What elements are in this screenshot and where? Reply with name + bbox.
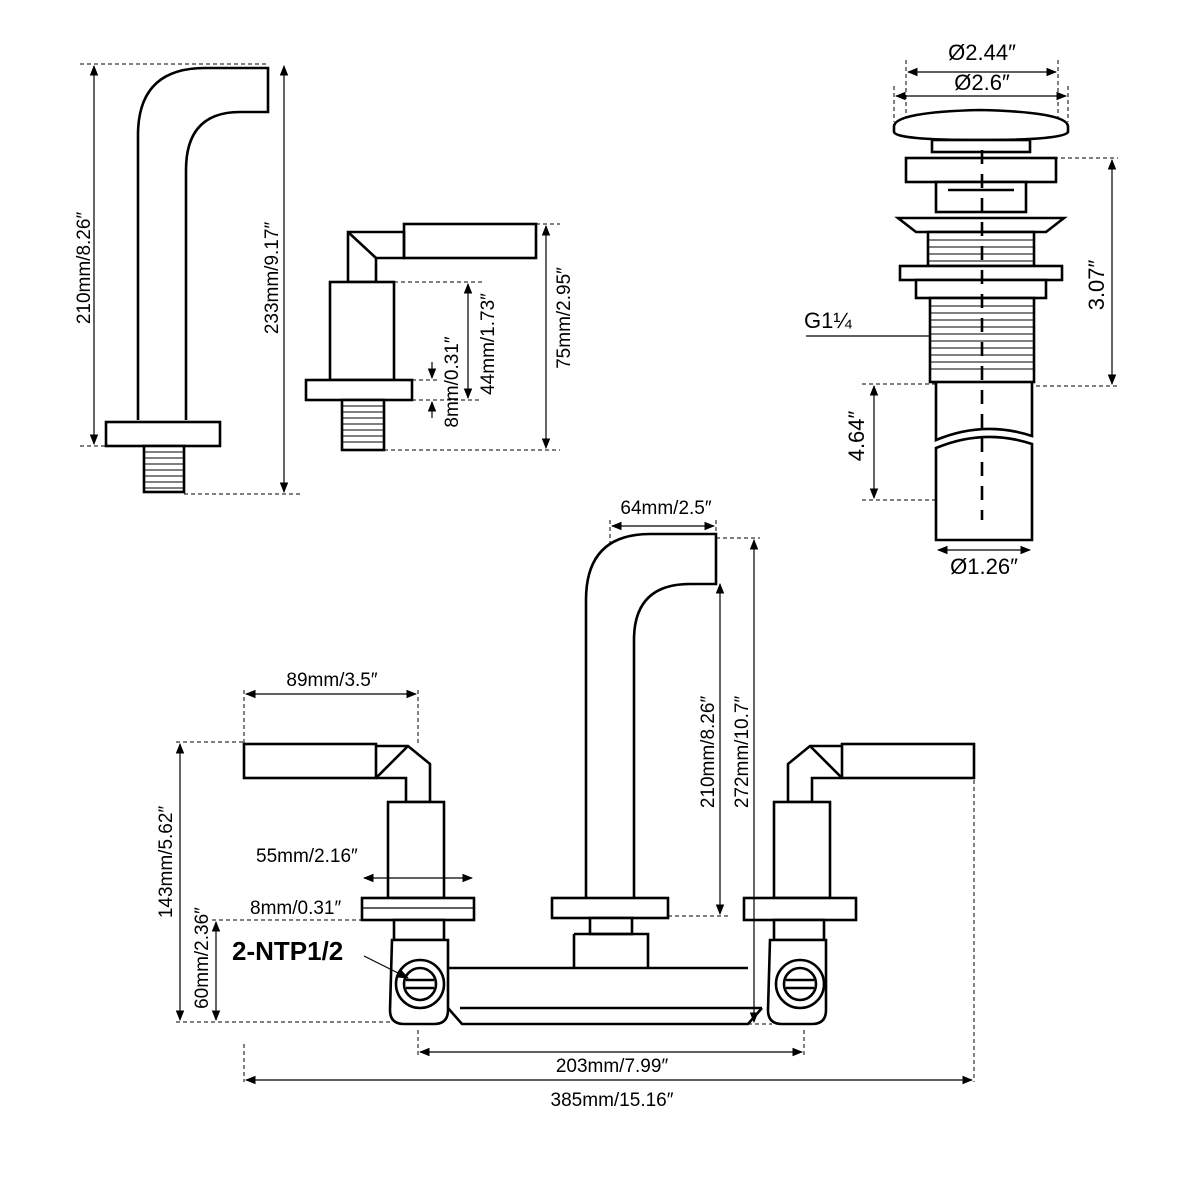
- front-reach-label: 64mm/2.5″: [620, 498, 711, 519]
- drain-cap-dia-label: Ø2.6″: [954, 70, 1010, 95]
- front-spout-height-label: 210mm/8.26″: [698, 696, 719, 809]
- spout-side-view: 210mm/8.26″ 233mm/9.17″: [74, 63, 300, 495]
- drain-body-height-label: 3.07″: [1084, 259, 1109, 310]
- drain-thread-label: G1¼: [804, 308, 852, 333]
- handle-deck-label: 8mm/0.31″: [442, 336, 463, 427]
- drain-top-dia-label: Ø2.44″: [948, 40, 1016, 65]
- drain-tail-label: 4.64″: [844, 410, 869, 461]
- handle-body-label: 44mm/1.73″: [478, 293, 499, 395]
- front-deck-label: 8mm/0.31″: [250, 898, 341, 919]
- drain-tail-dia-label: Ø1.26″: [950, 554, 1018, 579]
- handle-side-view: 75mm/2.95″ 44mm/1.73″ 8mm/0.31″: [304, 222, 575, 452]
- front-spout-total-label: 272mm/10.7″: [732, 696, 753, 809]
- spout-total-label: 233mm/9.17″: [262, 222, 283, 335]
- front-connection-label: 2-NTP1/2: [232, 936, 343, 966]
- handle-thread: [342, 405, 384, 443]
- front-rough-label: 60mm/2.36″: [192, 907, 213, 1009]
- front-lever-label: 89mm/3.5″: [286, 670, 377, 691]
- front-overall-label: 385mm/15.16″: [551, 1090, 674, 1111]
- spout-thread: [144, 451, 184, 489]
- front-view: 64mm/2.5″ 210mm/8.26″ 272mm/10.7″ 89mm/3…: [156, 498, 976, 1111]
- left-handle: [242, 742, 476, 1026]
- right-handle: [742, 742, 976, 1026]
- front-handle-height-label: 143mm/5.62″: [156, 806, 177, 919]
- spout-height-label: 210mm/8.26″: [74, 212, 95, 325]
- drain-view: Ø2.44″ Ø2.6″ 3.07″ G1¼ 4.64″ Ø1.26″: [804, 40, 1118, 579]
- handle-height-label: 75mm/2.95″: [554, 267, 575, 369]
- front-escutcheon-label: 55mm/2.16″: [256, 846, 358, 867]
- front-center-label: 203mm/7.99″: [556, 1056, 669, 1077]
